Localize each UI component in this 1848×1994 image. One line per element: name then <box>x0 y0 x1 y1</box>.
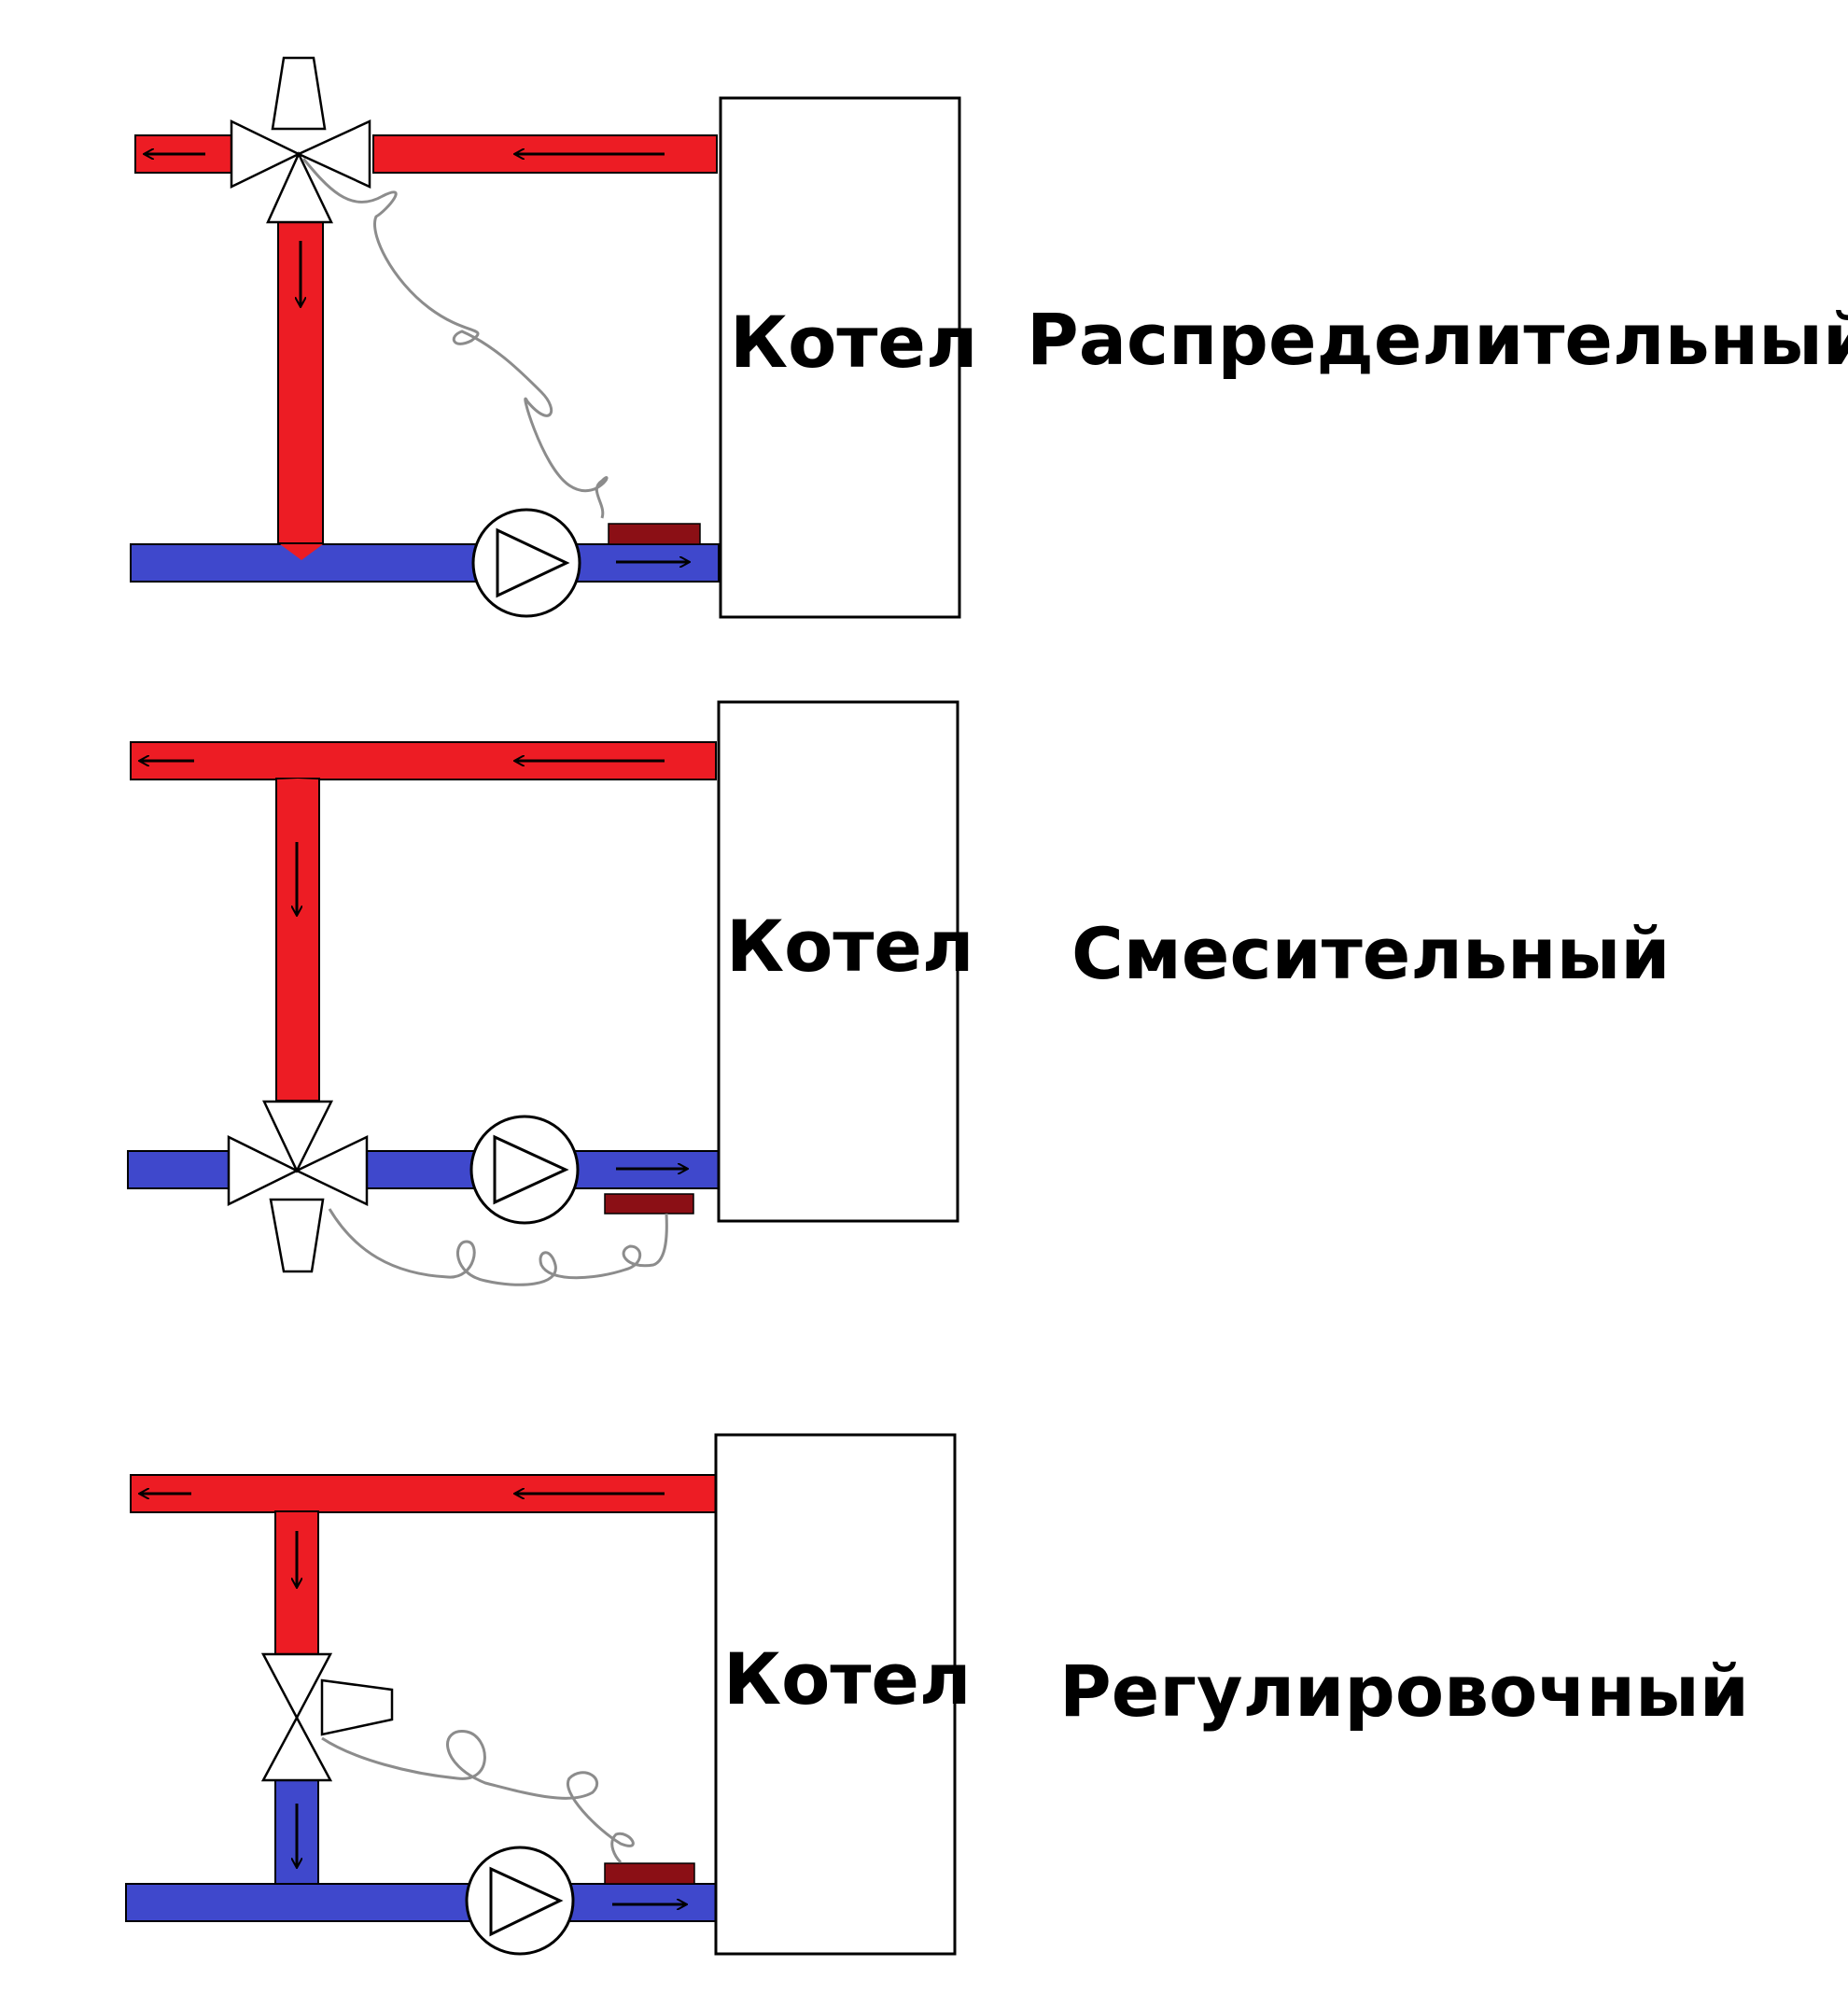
two-way-valve <box>260 1652 394 1782</box>
sensor-wire <box>321 1730 635 1864</box>
three-way-valve <box>230 56 371 224</box>
temperature-sensor <box>604 1193 694 1215</box>
cold-outlet-pipe <box>127 1150 231 1189</box>
circulation-pump <box>469 1115 580 1225</box>
circulation-pump <box>471 508 581 618</box>
valve-actuator <box>269 1198 325 1273</box>
sensor-wire <box>328 1208 668 1286</box>
boiler-label: Котел <box>726 905 974 988</box>
boiler-box <box>714 1433 957 1956</box>
three-way-valve <box>227 1100 369 1273</box>
scheme-regulating: Котел Регулировочный <box>125 1433 1749 1956</box>
cold-return-pipe <box>125 1883 717 1922</box>
bypass-pipe <box>275 778 320 1102</box>
flow-arrows <box>140 761 687 1169</box>
sensor-wire <box>301 158 609 519</box>
boiler-box <box>719 96 961 619</box>
temperature-sensor <box>608 523 701 545</box>
boiler-box <box>717 700 959 1223</box>
boiler-label: Котел <box>723 1637 972 1720</box>
boiler-label: Котел <box>730 301 978 384</box>
flow-arrows <box>140 1494 686 1904</box>
temperature-sensor <box>604 1862 695 1885</box>
scheme-distribution: Котел Распределительный <box>130 56 1848 619</box>
valve-actuator <box>271 56 327 131</box>
valve-actuator <box>320 1678 394 1736</box>
flow-arrows <box>145 154 689 562</box>
circulation-pump <box>465 1846 575 1956</box>
bypass-junction <box>280 544 323 560</box>
scheme-mixing: Котел Смесительный <box>127 700 1671 1286</box>
scheme-title: Регулировочный <box>1059 1650 1749 1733</box>
scheme-title: Смесительный <box>1071 912 1671 995</box>
scheme-title: Распределительный <box>1027 298 1848 381</box>
